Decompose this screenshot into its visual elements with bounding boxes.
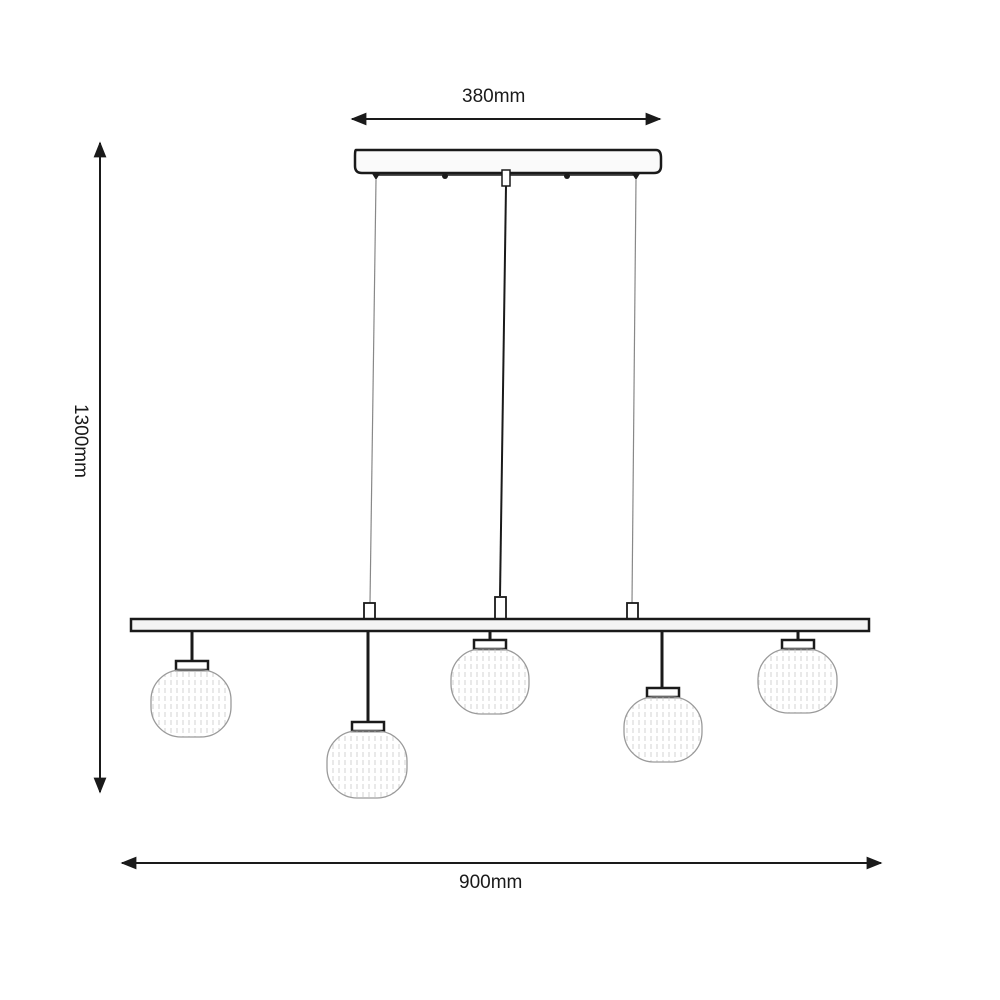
height-label: 1300mm bbox=[70, 404, 91, 478]
shade-2 bbox=[326, 631, 408, 799]
shade-3 bbox=[450, 631, 530, 715]
horizontal-bar bbox=[129, 617, 871, 633]
canopy-width-label: 380mm bbox=[462, 86, 526, 107]
shade-5 bbox=[757, 631, 838, 714]
right-wire bbox=[631, 179, 637, 604]
shade-1 bbox=[150, 631, 232, 738]
bar-top-connectors bbox=[363, 596, 639, 620]
width-label: 900mm bbox=[459, 872, 523, 893]
shade-4 bbox=[623, 631, 703, 763]
ceiling-canopy bbox=[353, 148, 663, 187]
left-wire bbox=[369, 179, 377, 604]
center-cable bbox=[499, 185, 507, 597]
